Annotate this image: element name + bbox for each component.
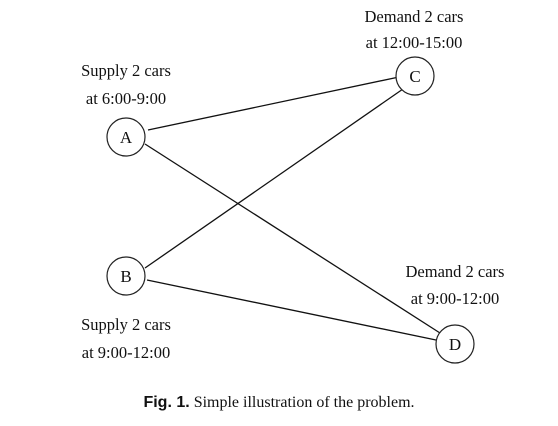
annotation-a-line-2: at 6:00-9:00: [86, 89, 166, 108]
node-a: A: [106, 117, 146, 157]
annotation-b-line-2: at 9:00-12:00: [82, 343, 170, 362]
node-a-label: A: [120, 128, 133, 147]
node-d-label: D: [449, 335, 461, 354]
annotation-a: Supply 2 cars at 6:00-9:00: [81, 61, 171, 108]
node-d-circle: [435, 324, 475, 364]
node-a-circle: [106, 117, 146, 157]
annotation-b-line-1: Supply 2 cars: [81, 315, 171, 334]
node-b-label: B: [120, 267, 131, 286]
node-b-circle: [106, 256, 146, 296]
figure-caption: Fig. 1. Simple illustration of the probl…: [0, 394, 558, 412]
figure-number: Fig. 1.: [143, 394, 190, 411]
annotation-d-line-1: Demand 2 cars: [406, 262, 505, 281]
annotation-c: Demand 2 cars at 12:00-15:00: [365, 7, 464, 52]
annotation-a-line-1: Supply 2 cars: [81, 61, 171, 80]
node-c: C: [395, 56, 435, 96]
figure-caption-text: Simple illustration of the problem.: [189, 394, 415, 411]
annotation-c-line-2: at 12:00-15:00: [366, 33, 463, 52]
annotation-b: Supply 2 cars at 9:00-12:00: [81, 315, 171, 362]
edge-b-c: [144, 88, 404, 269]
annotation-c-line-1: Demand 2 cars: [365, 7, 464, 26]
node-c-label: C: [409, 67, 420, 86]
node-b: B: [106, 256, 146, 296]
node-c-circle: [395, 56, 435, 96]
node-d: D: [435, 324, 475, 364]
annotation-d-line-2: at 9:00-12:00: [411, 289, 499, 308]
edges-group: [144, 76, 441, 341]
annotation-d: Demand 2 cars at 9:00-12:00: [406, 262, 505, 308]
edge-a-c: [147, 76, 400, 131]
edge-b-d: [146, 279, 437, 341]
edge-a-d: [144, 143, 441, 334]
